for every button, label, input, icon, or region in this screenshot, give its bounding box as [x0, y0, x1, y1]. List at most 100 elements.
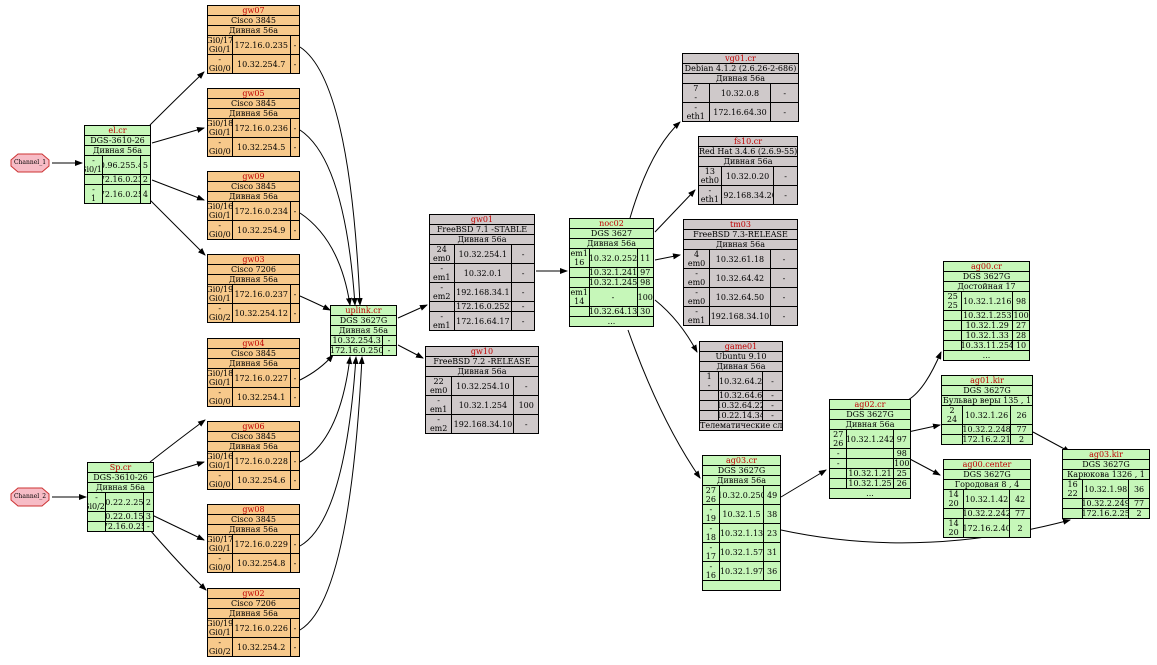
port-row[interactable]: - Gi0/2110.22.2.2502 [88, 493, 153, 512]
port-row[interactable]: -98 [830, 449, 910, 459]
port-row[interactable]: 10.32.64.22- [700, 401, 782, 411]
port-row[interactable]: 10.32.64.6- [700, 391, 782, 401]
port-row[interactable]: 10.22.0.1543 [88, 512, 153, 522]
port-row[interactable]: 7 -10.32.0.8- [683, 84, 798, 103]
port-row[interactable]: 172.16.0.250- [331, 346, 396, 355]
port-row[interactable]: 1 -10.32.64.2- [700, 372, 782, 391]
port-row[interactable]: em1 14-100 [570, 288, 653, 307]
port-row[interactable]: 172.16.0.252- [430, 302, 534, 312]
port-row[interactable]: - eth1192.168.34.20- [699, 186, 797, 204]
port-row[interactable]: 10.22.14.34- [700, 411, 782, 421]
channel-2-node[interactable]: Channel_2 [10, 487, 50, 507]
port-row[interactable]: 10.32.254.3- [331, 336, 396, 346]
edge-sp-gw06 [151, 461, 205, 479]
port-row[interactable]: 172.16.0.254- [88, 522, 153, 531]
channel-1-node[interactable]: Channel_1 [10, 153, 50, 173]
port-row[interactable]: -100 [830, 459, 910, 469]
port-row[interactable]: - Gi0/1210.96.255.465 [85, 156, 150, 175]
port-row[interactable]: 172.16.0.2382 [85, 175, 150, 185]
